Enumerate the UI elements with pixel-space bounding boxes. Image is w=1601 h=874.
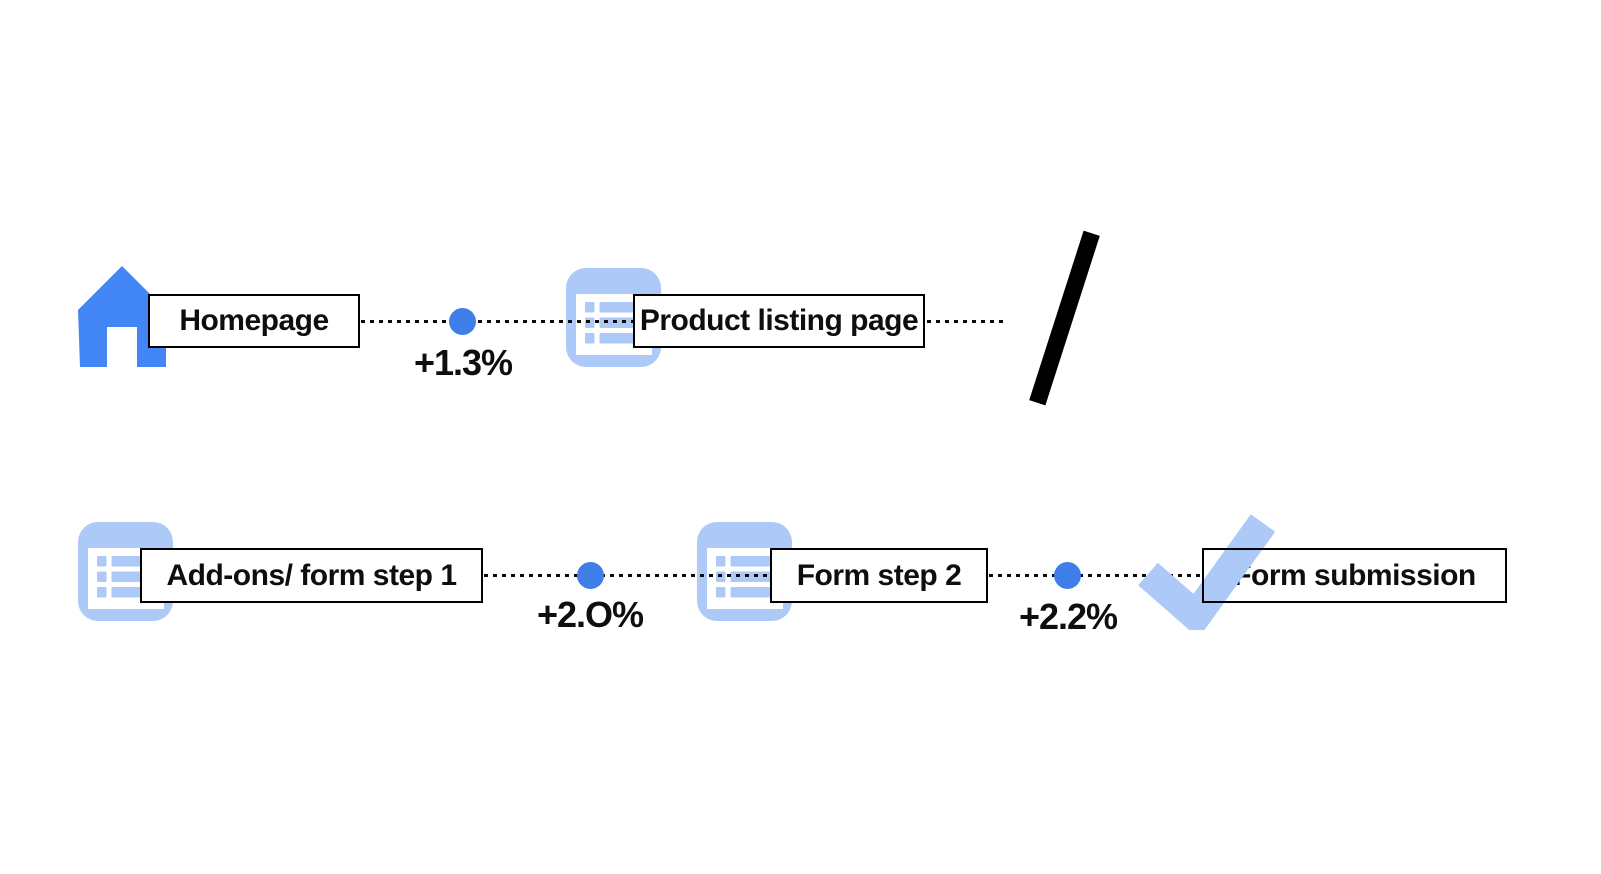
flow-connector xyxy=(352,320,642,323)
flow-connector xyxy=(980,574,1208,577)
break-slash-icon xyxy=(1029,230,1100,406)
node-label-box: Form step 2 xyxy=(770,548,988,603)
list-icon xyxy=(697,522,792,621)
node-label: Homepage xyxy=(179,304,329,337)
conversion-dot xyxy=(577,562,604,589)
node-label: Product listing page xyxy=(639,304,919,337)
node-label-box: Product listing page xyxy=(633,294,925,348)
delta-label: +2.2% xyxy=(1018,596,1118,637)
flow-connector xyxy=(918,320,1006,323)
node-label: Form step 2 xyxy=(796,558,962,592)
node-label: Add-ons/ form step 1 xyxy=(166,558,457,592)
conversion-dot xyxy=(449,308,476,335)
conversion-dot xyxy=(1054,562,1081,589)
delta-label: +2.O% xyxy=(536,594,644,635)
home-icon xyxy=(78,266,166,367)
check-icon xyxy=(1138,514,1276,630)
delta-label: +1.3% xyxy=(413,342,513,383)
node-label-box: Add-ons/ form step 1 xyxy=(140,548,483,603)
node-label: Form submission xyxy=(1233,558,1476,592)
node-label-box: Homepage xyxy=(148,294,360,348)
flow-connector xyxy=(475,574,775,577)
